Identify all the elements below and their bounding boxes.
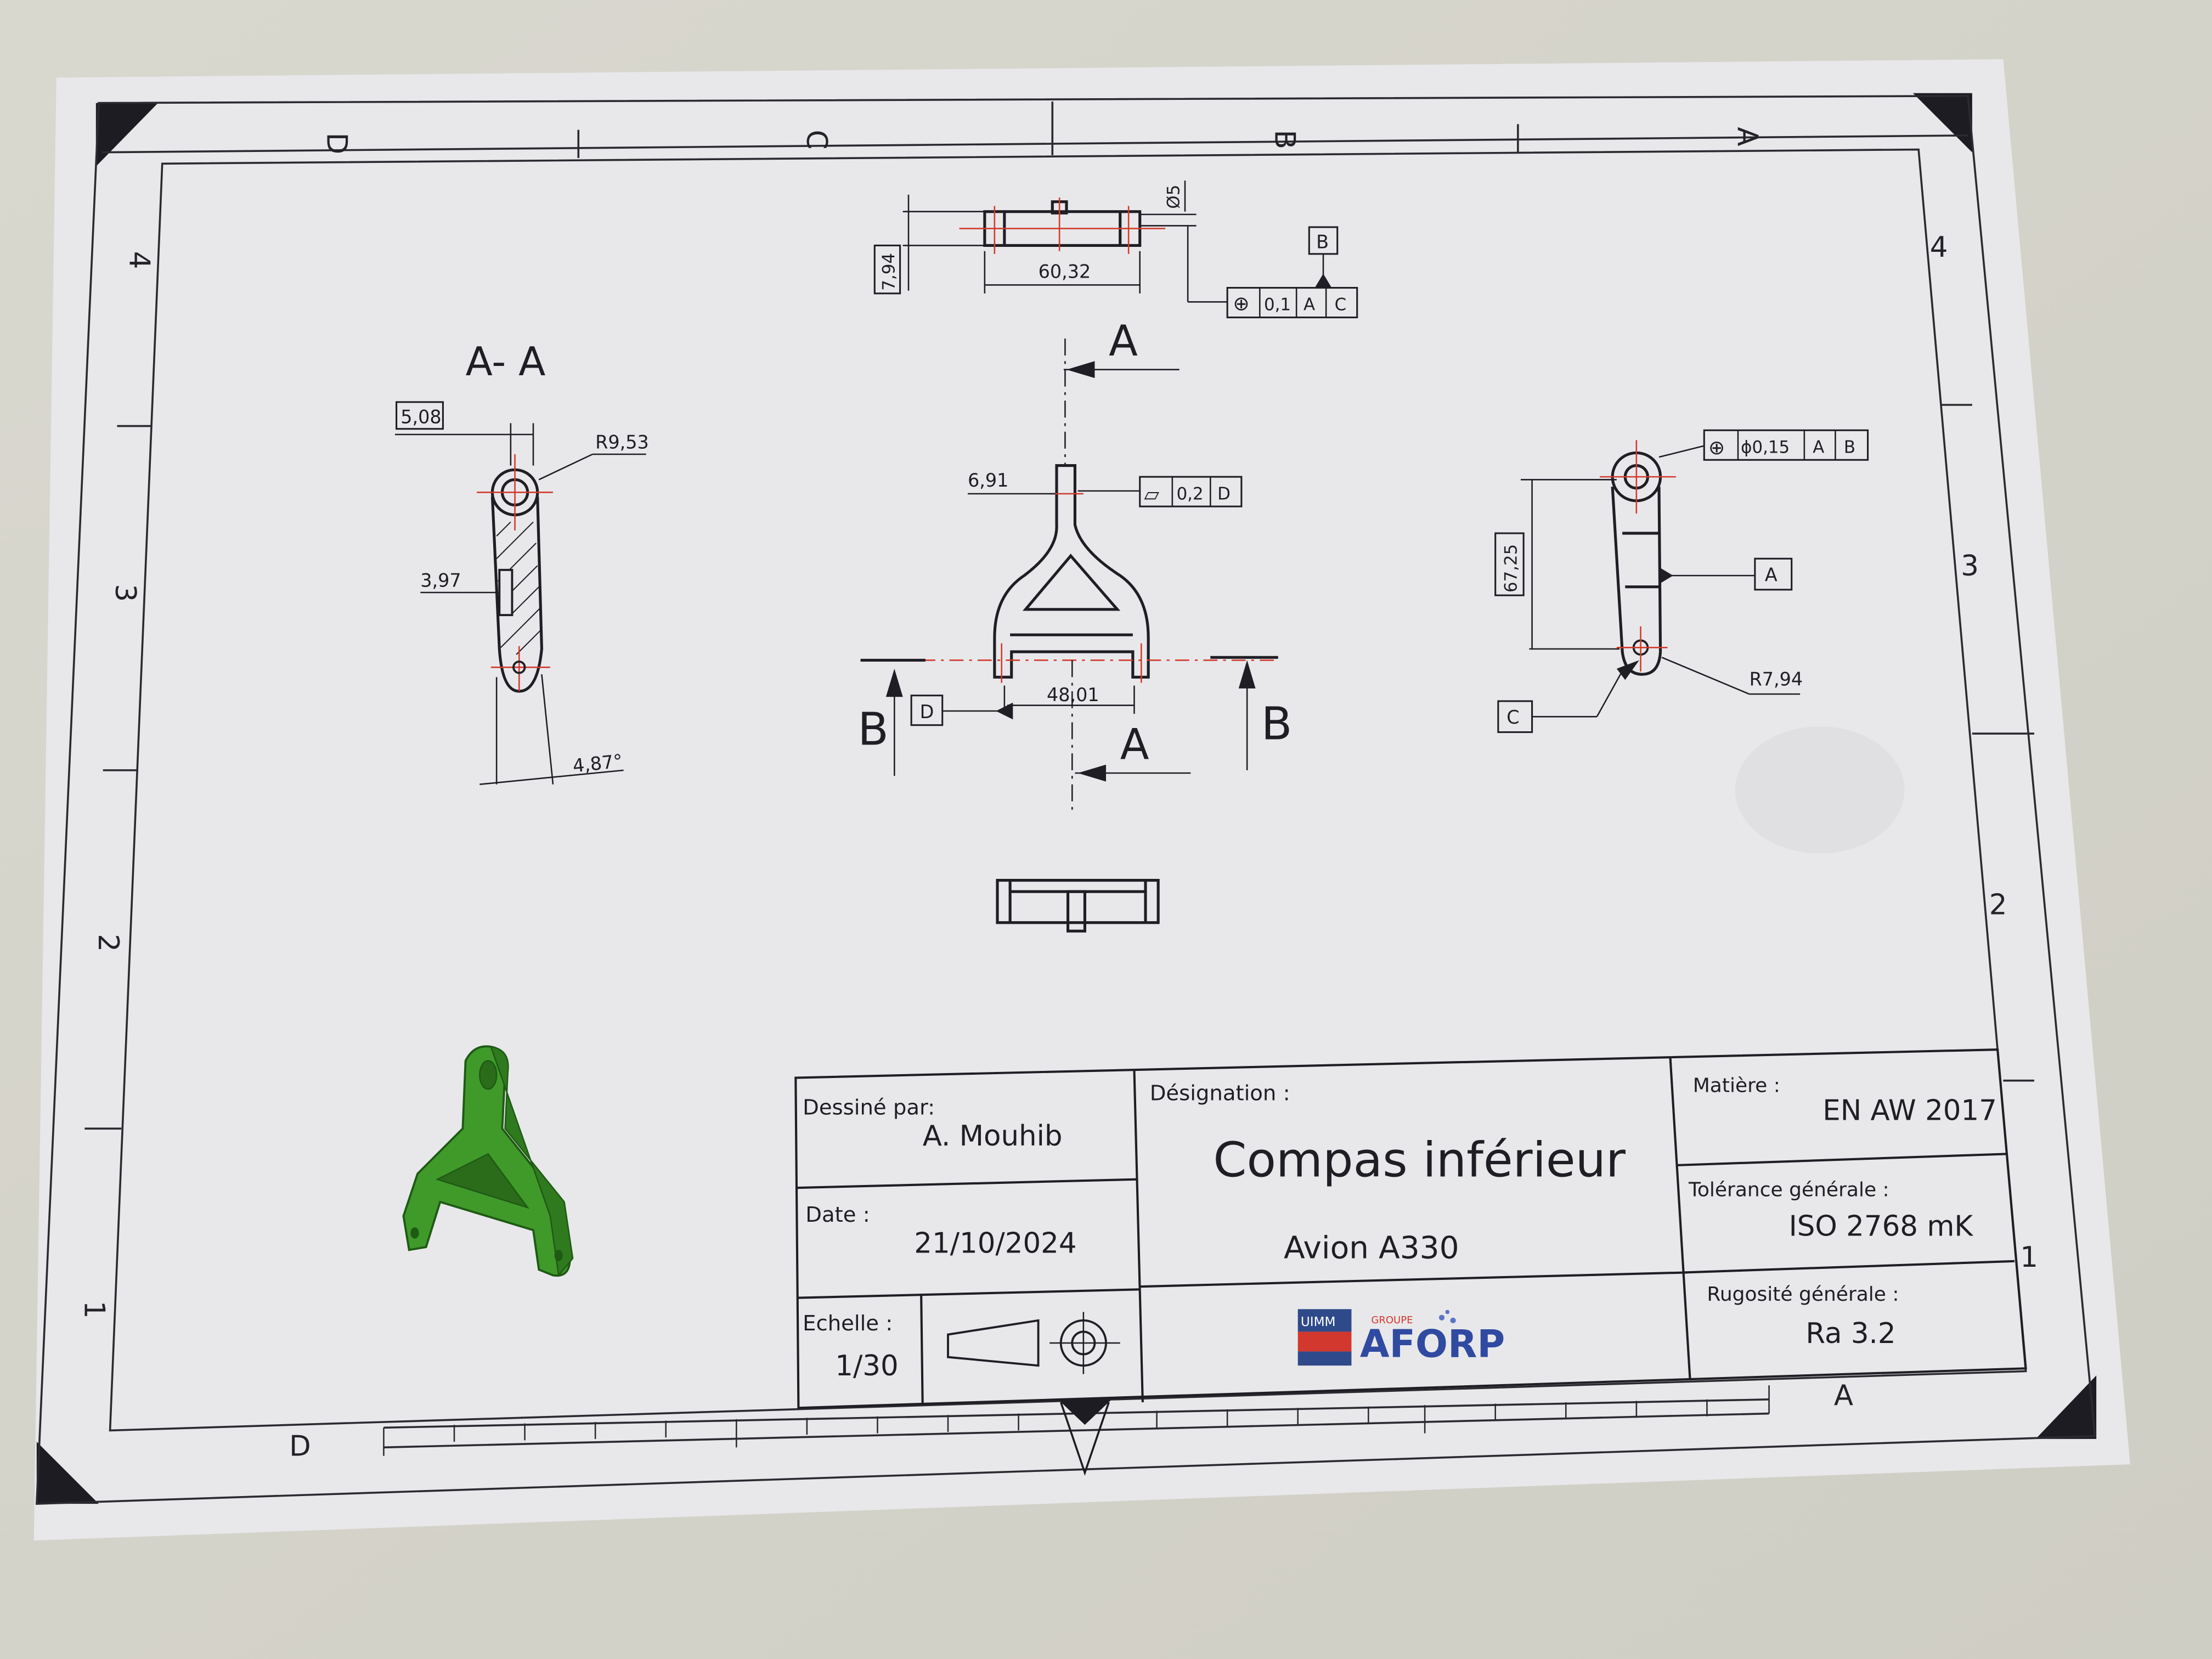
scale-value: 1/30 xyxy=(835,1350,898,1383)
dim-thickness: 5,08 xyxy=(400,406,441,427)
zone-label-2-right: 2 xyxy=(1989,888,2007,921)
date-label: Date : xyxy=(805,1203,870,1227)
bottom-view xyxy=(996,879,1160,933)
dim-diameter: Ø5 xyxy=(1164,185,1184,209)
side-position-tolerance-frame: ⊕ ϕ0,15 A B xyxy=(1703,429,1869,461)
corner-marker-tr xyxy=(1912,93,1972,153)
front-view: A A B B 6,91 ⏥ 0,2 D D 48,01 xyxy=(857,317,1292,810)
drawn-by-value: A. Mouhib xyxy=(923,1120,1063,1153)
designation-label: Désignation : xyxy=(1150,1081,1290,1106)
svg-text:B: B xyxy=(1844,437,1855,457)
projection-symbol-icon xyxy=(947,1312,1120,1374)
part-3d-render xyxy=(402,1045,574,1277)
datum-c: C xyxy=(1506,707,1519,728)
corner-marker-bl xyxy=(36,1442,99,1504)
zone-label-3-left: 3 xyxy=(109,584,142,602)
svg-text:0,1: 0,1 xyxy=(1264,295,1291,315)
dim-radius-side: R7,94 xyxy=(1750,669,1803,690)
logo-groupe: GROUPE xyxy=(1371,1314,1413,1326)
zone-label-4-right: 4 xyxy=(1930,231,1948,264)
zone-label-c: C xyxy=(800,130,833,150)
zone-label-2-left: 2 xyxy=(92,934,125,952)
svg-text:0,2: 0,2 xyxy=(1177,484,1204,504)
scale-label: Echelle : xyxy=(803,1311,893,1336)
logo-aforp: AFORP xyxy=(1360,1323,1505,1367)
dim-width: 3,97 xyxy=(420,570,461,591)
tolerance-value: ISO 2768 mK xyxy=(1789,1210,1974,1243)
aforp-logo: UIMM GROUPE AFORP xyxy=(1297,1309,1505,1367)
corner-marker-tl xyxy=(95,103,158,167)
svg-text:C: C xyxy=(1335,295,1347,315)
cut-label-b-right: B xyxy=(1261,698,1292,750)
zone-label-1-right: 1 xyxy=(2020,1241,2038,1274)
zone-label-b: B xyxy=(1268,130,1301,149)
flatness-tolerance-frame: ⏥ 0,2 D xyxy=(1139,476,1243,507)
section-title: A- A xyxy=(466,338,546,385)
roughness-value: Ra 3.2 xyxy=(1805,1317,1895,1350)
svg-text:⊕: ⊕ xyxy=(1708,437,1725,459)
position-tolerance-frame: ⊕ 0,1 A C xyxy=(1226,287,1358,319)
paper-sheet xyxy=(33,59,2130,1541)
zone-label-4-left: 4 xyxy=(123,251,156,269)
tolerance-label: Tolérance générale : xyxy=(1688,1179,1889,1201)
svg-text:D: D xyxy=(1217,484,1231,504)
paper-shadow xyxy=(1735,726,1905,854)
dim-height: 7,94 xyxy=(879,253,899,291)
title-block: Dessiné par: A. Mouhib Désignation : Com… xyxy=(794,1048,2027,1409)
dim-angle: 4,87° xyxy=(572,750,624,776)
cut-label-a-bottom: A xyxy=(1120,720,1149,769)
designation-value: Compas inférieur xyxy=(1213,1132,1626,1188)
dim-length-side: 67,25 xyxy=(1501,544,1521,592)
dim-length: 60,32 xyxy=(1039,261,1091,283)
zone-label-d-bottom: D xyxy=(289,1430,311,1463)
zone-label-a: A xyxy=(1731,127,1764,146)
cut-label-a-top: A xyxy=(1109,317,1138,366)
svg-text:A: A xyxy=(1304,295,1315,315)
section-view-aa: A- A xyxy=(395,338,649,785)
material-label: Matière : xyxy=(1693,1074,1780,1097)
svg-text:A: A xyxy=(1813,437,1824,457)
svg-text:⏥: ⏥ xyxy=(1144,483,1159,506)
drawn-by-label: Dessiné par: xyxy=(803,1095,935,1120)
datum-b: B xyxy=(1316,232,1329,253)
zone-label-a-bottom: A xyxy=(1834,1379,1853,1412)
dim-span: 48,01 xyxy=(1047,684,1099,706)
outer-frame xyxy=(35,95,2096,1505)
inner-frame xyxy=(109,148,2027,1432)
cut-label-b-left: B xyxy=(857,704,888,756)
zone-label-d: D xyxy=(320,133,353,155)
svg-text:ϕ0,15: ϕ0,15 xyxy=(1741,437,1790,457)
date-value: 21/10/2024 xyxy=(914,1227,1076,1260)
datum-d: D xyxy=(920,701,934,723)
dim-radius: R9,53 xyxy=(595,432,649,453)
top-view: 7,94 60,32 Ø5 B ⊕ 0,1 A C xyxy=(873,180,1358,319)
logo-uimm: UIMM xyxy=(1301,1315,1336,1329)
datum-a: A xyxy=(1765,564,1778,585)
zone-label-3-right: 3 xyxy=(1961,550,1979,583)
subtitle-value: Avion A330 xyxy=(1284,1230,1459,1266)
bottom-scale-ticks xyxy=(383,1385,1770,1456)
roughness-label: Rugosité générale : xyxy=(1707,1283,1899,1306)
dim-slot: 6,91 xyxy=(968,470,1008,491)
centering-arrow xyxy=(1058,1399,1112,1425)
side-view: 67,25 ⊕ ϕ0,15 A B A C R7,94 xyxy=(1494,429,1869,733)
zone-label-1-left: 1 xyxy=(77,1301,110,1319)
svg-text:⊕: ⊕ xyxy=(1233,293,1249,315)
material-value: EN AW 2017 xyxy=(1822,1094,1997,1127)
